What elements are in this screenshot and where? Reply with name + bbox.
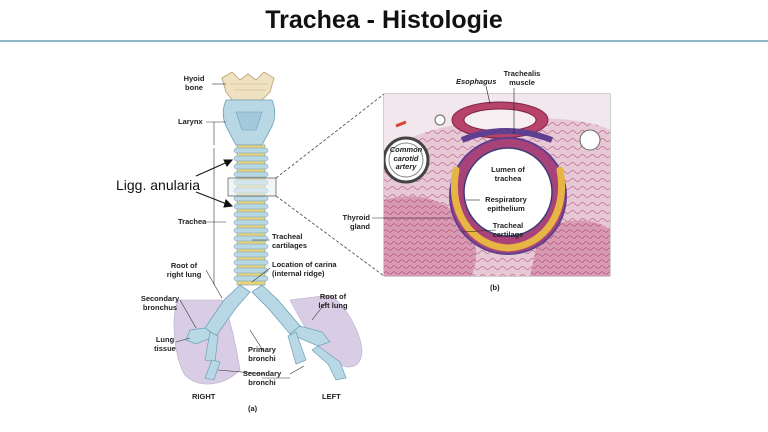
title-divider (0, 40, 768, 42)
label-primary-bronchi: Primary bronchi (242, 345, 282, 363)
label-primary-bronchi-text: Primary bronchi (248, 345, 276, 363)
label-root-left-lung: Root of left lung (316, 292, 350, 310)
label-tracheal-cartilage: Tracheal cartilage (488, 221, 528, 239)
ligg-anularia-arrows (195, 159, 234, 208)
label-common-carotid-artery-text: Common carotid artery (389, 145, 423, 171)
label-esophagus: Esophagus (456, 77, 497, 86)
label-larynx: Larynx (178, 117, 203, 126)
micrograph-content (384, 94, 610, 276)
label-carina: Location of carina (internal ridge) (272, 260, 337, 278)
label-root-left-lung-text: Root of left lung (318, 292, 348, 310)
label-thyroid-gland-text: Thyroid gland (342, 213, 371, 231)
label-panel-a: (a) (248, 404, 258, 413)
label-tracheal-cartilage-text: Tracheal cartilage (492, 221, 524, 239)
hyoid-bone (221, 71, 275, 101)
label-respiratory-epithelium-text: Respiratory epithelium (485, 195, 527, 213)
label-lung-tissue-text: Lung tissue (154, 335, 176, 353)
label-lung-tissue: Lung tissue (150, 335, 180, 353)
label-trachealis-muscle-text: Trachealis muscle (503, 69, 541, 87)
tracheal-ring (233, 203, 269, 210)
annotation-ligg-anularia: Ligg. anularia (116, 177, 201, 193)
larynx (222, 99, 276, 146)
projection-lines (275, 93, 385, 277)
tracheal-ring (233, 243, 269, 250)
tracheal-ring (233, 163, 269, 170)
label-secondary-bronchi: Secondary bronchi (240, 369, 284, 387)
label-hyoid-bone-text: Hyoid bone (183, 74, 205, 92)
left-primary-bronchus (251, 284, 347, 381)
label-secondary-bronchi-text: Secondary bronchi (242, 369, 282, 387)
label-secondary-bronchus-text: Secondary bronchus (140, 294, 180, 312)
label-secondary-bronchus: Secondary bronchus (136, 294, 184, 312)
label-tracheal-cartilages: Tracheal cartilages (272, 232, 308, 250)
label-carina-text: Location of carina (internal ridge) (272, 260, 337, 278)
tracheal-ring (233, 275, 269, 282)
label-left: LEFT (322, 392, 341, 401)
label-respiratory-epithelium: Respiratory epithelium (482, 195, 530, 213)
label-root-right-lung-text: Root of right lung (166, 261, 202, 279)
label-tracheal-cartilages-text: Tracheal cartilages (272, 232, 308, 250)
label-common-carotid-artery: Common carotid artery (388, 145, 424, 172)
tracheal-ring (233, 219, 269, 226)
tracheal-ring (233, 211, 269, 218)
label-right: RIGHT (192, 392, 216, 401)
tracheal-ring (233, 227, 269, 234)
tracheal-ring (233, 251, 269, 258)
micrograph-leader-lines (372, 85, 515, 233)
tracheal-ring (233, 267, 269, 274)
leader-lines (175, 83, 327, 379)
label-thyroid-gland: Thyroid gland (336, 213, 371, 231)
label-trachealis-muscle: Trachealis muscle (500, 69, 544, 87)
label-lumen-of-trachea: Lumen of trachea (488, 165, 528, 183)
label-hyoid-bone: Hyoid bone (176, 74, 212, 92)
label-lumen-of-trachea-text: Lumen of trachea (491, 165, 525, 183)
tracheal-ring (233, 155, 269, 162)
label-root-right-lung: Root of right lung (160, 261, 208, 279)
tracheal-ring (233, 259, 269, 266)
right-primary-bronchus (185, 284, 251, 381)
tracheal-ring (233, 171, 269, 178)
label-panel-b: (b) (490, 283, 500, 292)
tracheal-ring (233, 147, 269, 154)
label-trachea: Trachea (178, 217, 207, 226)
slide-title: Trachea - Histologie (265, 6, 503, 34)
